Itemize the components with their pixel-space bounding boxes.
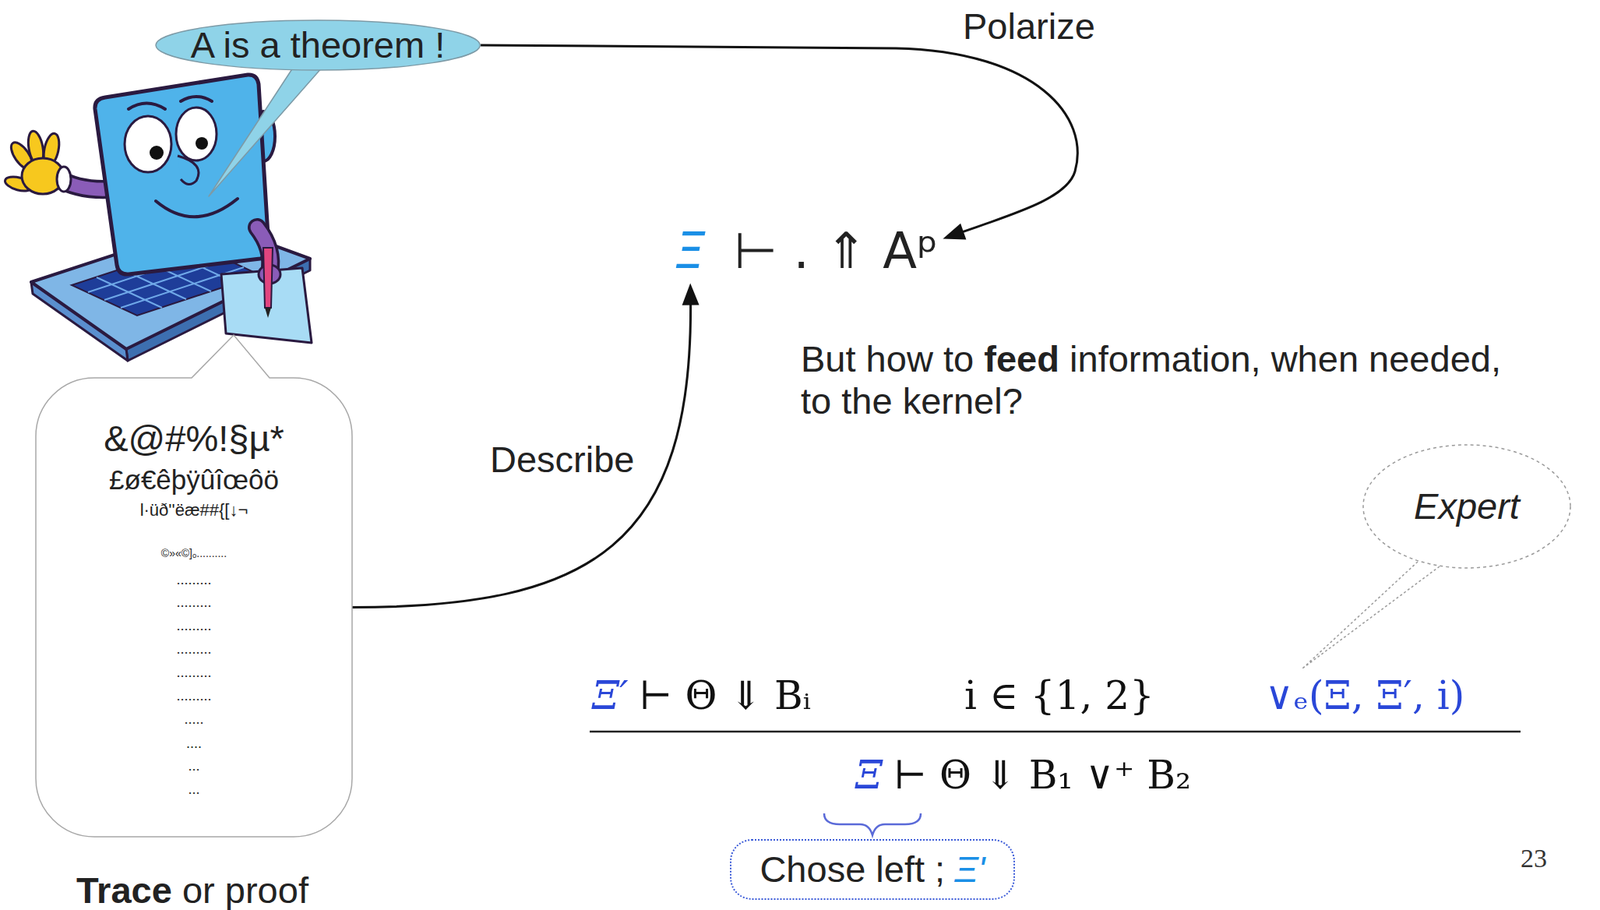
arrowhead <box>682 283 700 306</box>
text-group: Ξ⊢ Θ ⇓ B₁ ∨⁺ B₂ <box>855 751 1192 799</box>
nose <box>177 155 199 185</box>
screen-head <box>95 74 269 275</box>
connector-arrow <box>352 298 691 607</box>
callout-shape <box>35 334 353 837</box>
formula-node: Ξ ⊢ . ⇑ Aᵖ <box>669 219 943 284</box>
callout-node: &@#%!§µ* £ø€êþÿûîœôö l·üð''ëæ##{[↓¬ ©»«©]ₒ.… <box>35 377 353 837</box>
trace-line: ......... <box>35 686 353 705</box>
trace-line: ©»«©]ₒ.......... <box>35 546 353 561</box>
caption-emphasis: Trace <box>76 869 173 910</box>
pen-tip <box>264 307 272 318</box>
note-emphasis: feed <box>983 338 1060 380</box>
text-group: Ξ′⊢ Θ ⇓ Bᵢ <box>592 672 811 719</box>
text-group: Traceor proof <box>76 870 309 910</box>
bubble-text: A is a theorem ! <box>190 24 446 66</box>
edge-label: Polarize <box>959 7 1099 46</box>
eye <box>176 107 217 161</box>
arrowhead <box>942 223 966 240</box>
trace-line: ......... <box>35 616 353 635</box>
trace-line: &@#%!§µ* <box>35 418 353 459</box>
sequent: ⊢ . ⇑ Aᵖ <box>733 222 938 281</box>
note-text: But how to <box>800 338 974 380</box>
speech-bubble-tail <box>208 65 323 197</box>
chose-node: Chose left ;Ξ' <box>729 838 1015 900</box>
pupil <box>195 137 208 150</box>
trace-line: ......... <box>35 662 353 682</box>
expert-node: Expert <box>1362 444 1572 569</box>
rule-conclusion: ⊢ Θ ⇓ B₁ ∨⁺ B₂ <box>893 751 1192 799</box>
expert-text: Expert <box>1413 486 1520 527</box>
edge-label-box: Polarize <box>959 7 1099 46</box>
expert-predicate: ∨ₑ(Ξ, Ξ′, i) <box>1265 673 1465 719</box>
trace-line: £ø€êþÿûîœôö <box>35 464 353 496</box>
leader-line <box>1302 561 1440 669</box>
page-number: 23 <box>1520 843 1548 873</box>
caption-text: or proof <box>182 869 309 910</box>
mouth <box>155 198 238 217</box>
rule-premise-symbol: Ξ′ <box>592 672 629 719</box>
trace-line: ... <box>35 779 353 799</box>
trace-line: l·üð''ëæ##{[↓¬ <box>35 500 353 521</box>
trace-line: ......... <box>35 639 353 659</box>
inference-rule-line <box>589 730 1521 734</box>
trace-line: ... <box>35 756 353 776</box>
glove-cuff <box>56 166 71 192</box>
pen <box>263 247 273 308</box>
proof-certificate-symbol: Ξ <box>674 222 706 281</box>
connector-arrow <box>480 45 1078 234</box>
rule-conclusion-symbol: Ξ <box>855 751 883 799</box>
text-group: i ∈ {1, 2} <box>964 672 1155 719</box>
choice-text: Chose left ; <box>759 849 945 890</box>
expert-ellipse <box>1363 444 1571 568</box>
bubble-node: A is a theorem ! <box>155 19 481 71</box>
trace-line: .... <box>35 733 353 753</box>
eye <box>124 116 172 173</box>
text-group: ∨ₑ(Ξ, Ξ′, i) <box>1265 672 1465 719</box>
rule-premise: ⊢ Θ ⇓ Bᵢ <box>639 672 811 719</box>
rule-side-condition: i ∈ {1, 2} <box>964 673 1155 719</box>
continuation-symbol: Ξ' <box>954 849 985 890</box>
edge-label-box: Describe <box>486 440 638 479</box>
text-group: 23 <box>1520 842 1548 875</box>
text-group: But how tofeedinformation, when needed, … <box>800 338 1524 423</box>
eyebrow <box>128 96 212 110</box>
trace-line: ..... <box>35 709 353 729</box>
brace <box>824 813 921 836</box>
edge-label: Describe <box>486 440 638 479</box>
bubble-shape <box>155 20 480 71</box>
pupil <box>149 145 164 160</box>
trace-line: ......... <box>35 592 353 612</box>
trace-line: ......... <box>35 570 353 589</box>
